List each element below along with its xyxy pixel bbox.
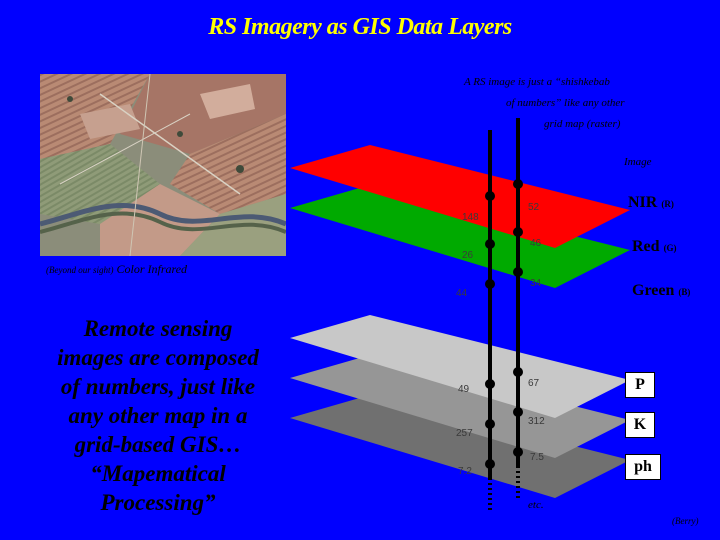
band-sub: (G) xyxy=(663,243,677,253)
main-text-line: grid-based GIS… xyxy=(74,432,242,457)
pixel-stick-left xyxy=(485,130,495,510)
main-text-line: any other map in a xyxy=(68,403,248,428)
main-text-line: “Mapematical xyxy=(90,461,226,486)
layer-k-plane xyxy=(290,355,630,458)
layer-nir-plane xyxy=(290,145,630,248)
caption: A RS image is just a “shishkebab of numb… xyxy=(440,72,700,135)
color-infrared-label: (Beyond our sight) Color Infrared xyxy=(46,262,187,277)
value-k-right: 312 xyxy=(528,416,545,427)
main-text-line: of numbers, just like xyxy=(60,374,256,399)
band-name: Green xyxy=(632,282,675,299)
cir-prefix: (Beyond our sight) xyxy=(46,265,114,275)
main-text-line: Remote sensing xyxy=(83,316,233,341)
band-label-nir: NIR (R) xyxy=(628,194,674,212)
cir-main: Color Infrared xyxy=(116,262,188,276)
value-ph-left: 7.2 xyxy=(458,466,472,477)
credit: (Berry) xyxy=(672,516,699,526)
layer-green-plane xyxy=(290,225,630,328)
layer-label-k: K xyxy=(625,412,655,438)
layer-ph-plane xyxy=(290,395,630,498)
main-text-line: Processing” xyxy=(100,490,216,515)
value-p-left: 49 xyxy=(458,384,470,395)
band-sub: (R) xyxy=(661,199,674,209)
value-red-right: 46 xyxy=(530,238,542,249)
band-label-green: Green (B) xyxy=(632,282,690,300)
value-k-left: 257 xyxy=(456,428,473,439)
etc-label: etc. xyxy=(528,499,544,511)
value-nir-left: 148 xyxy=(462,212,479,223)
aerial-photo xyxy=(40,74,286,256)
layer-label-ph: ph xyxy=(625,454,661,480)
layer-label-p: P xyxy=(625,372,655,398)
value-green-right: 34 xyxy=(530,278,542,289)
band-label-red: Red (G) xyxy=(632,238,677,256)
caption-line-2: of numbers” like any other xyxy=(506,97,625,109)
main-text: Remote sensing images are composed of nu… xyxy=(38,314,278,517)
band-name: Red xyxy=(632,238,660,255)
caption-line-3: grid map (raster) xyxy=(544,118,621,130)
value-green-left: 44 xyxy=(456,288,468,299)
band-name: NIR xyxy=(628,194,658,211)
caption-line-1: A RS image is just a “shishkebab xyxy=(464,76,610,88)
layer-p-plane xyxy=(290,315,630,418)
main-text-line: images are composed xyxy=(57,345,259,370)
image-label: Image xyxy=(624,156,652,168)
value-ph-right: 7.5 xyxy=(530,452,544,463)
slide-title: RS Imagery as GIS Data Layers xyxy=(208,14,512,40)
layer-red-plane xyxy=(290,185,630,288)
pixel-stick-right xyxy=(513,118,523,500)
value-red-left: 26 xyxy=(462,250,474,261)
band-sub: (B) xyxy=(678,287,691,297)
value-p-right: 67 xyxy=(528,378,540,389)
value-nir-right: 52 xyxy=(528,202,540,213)
